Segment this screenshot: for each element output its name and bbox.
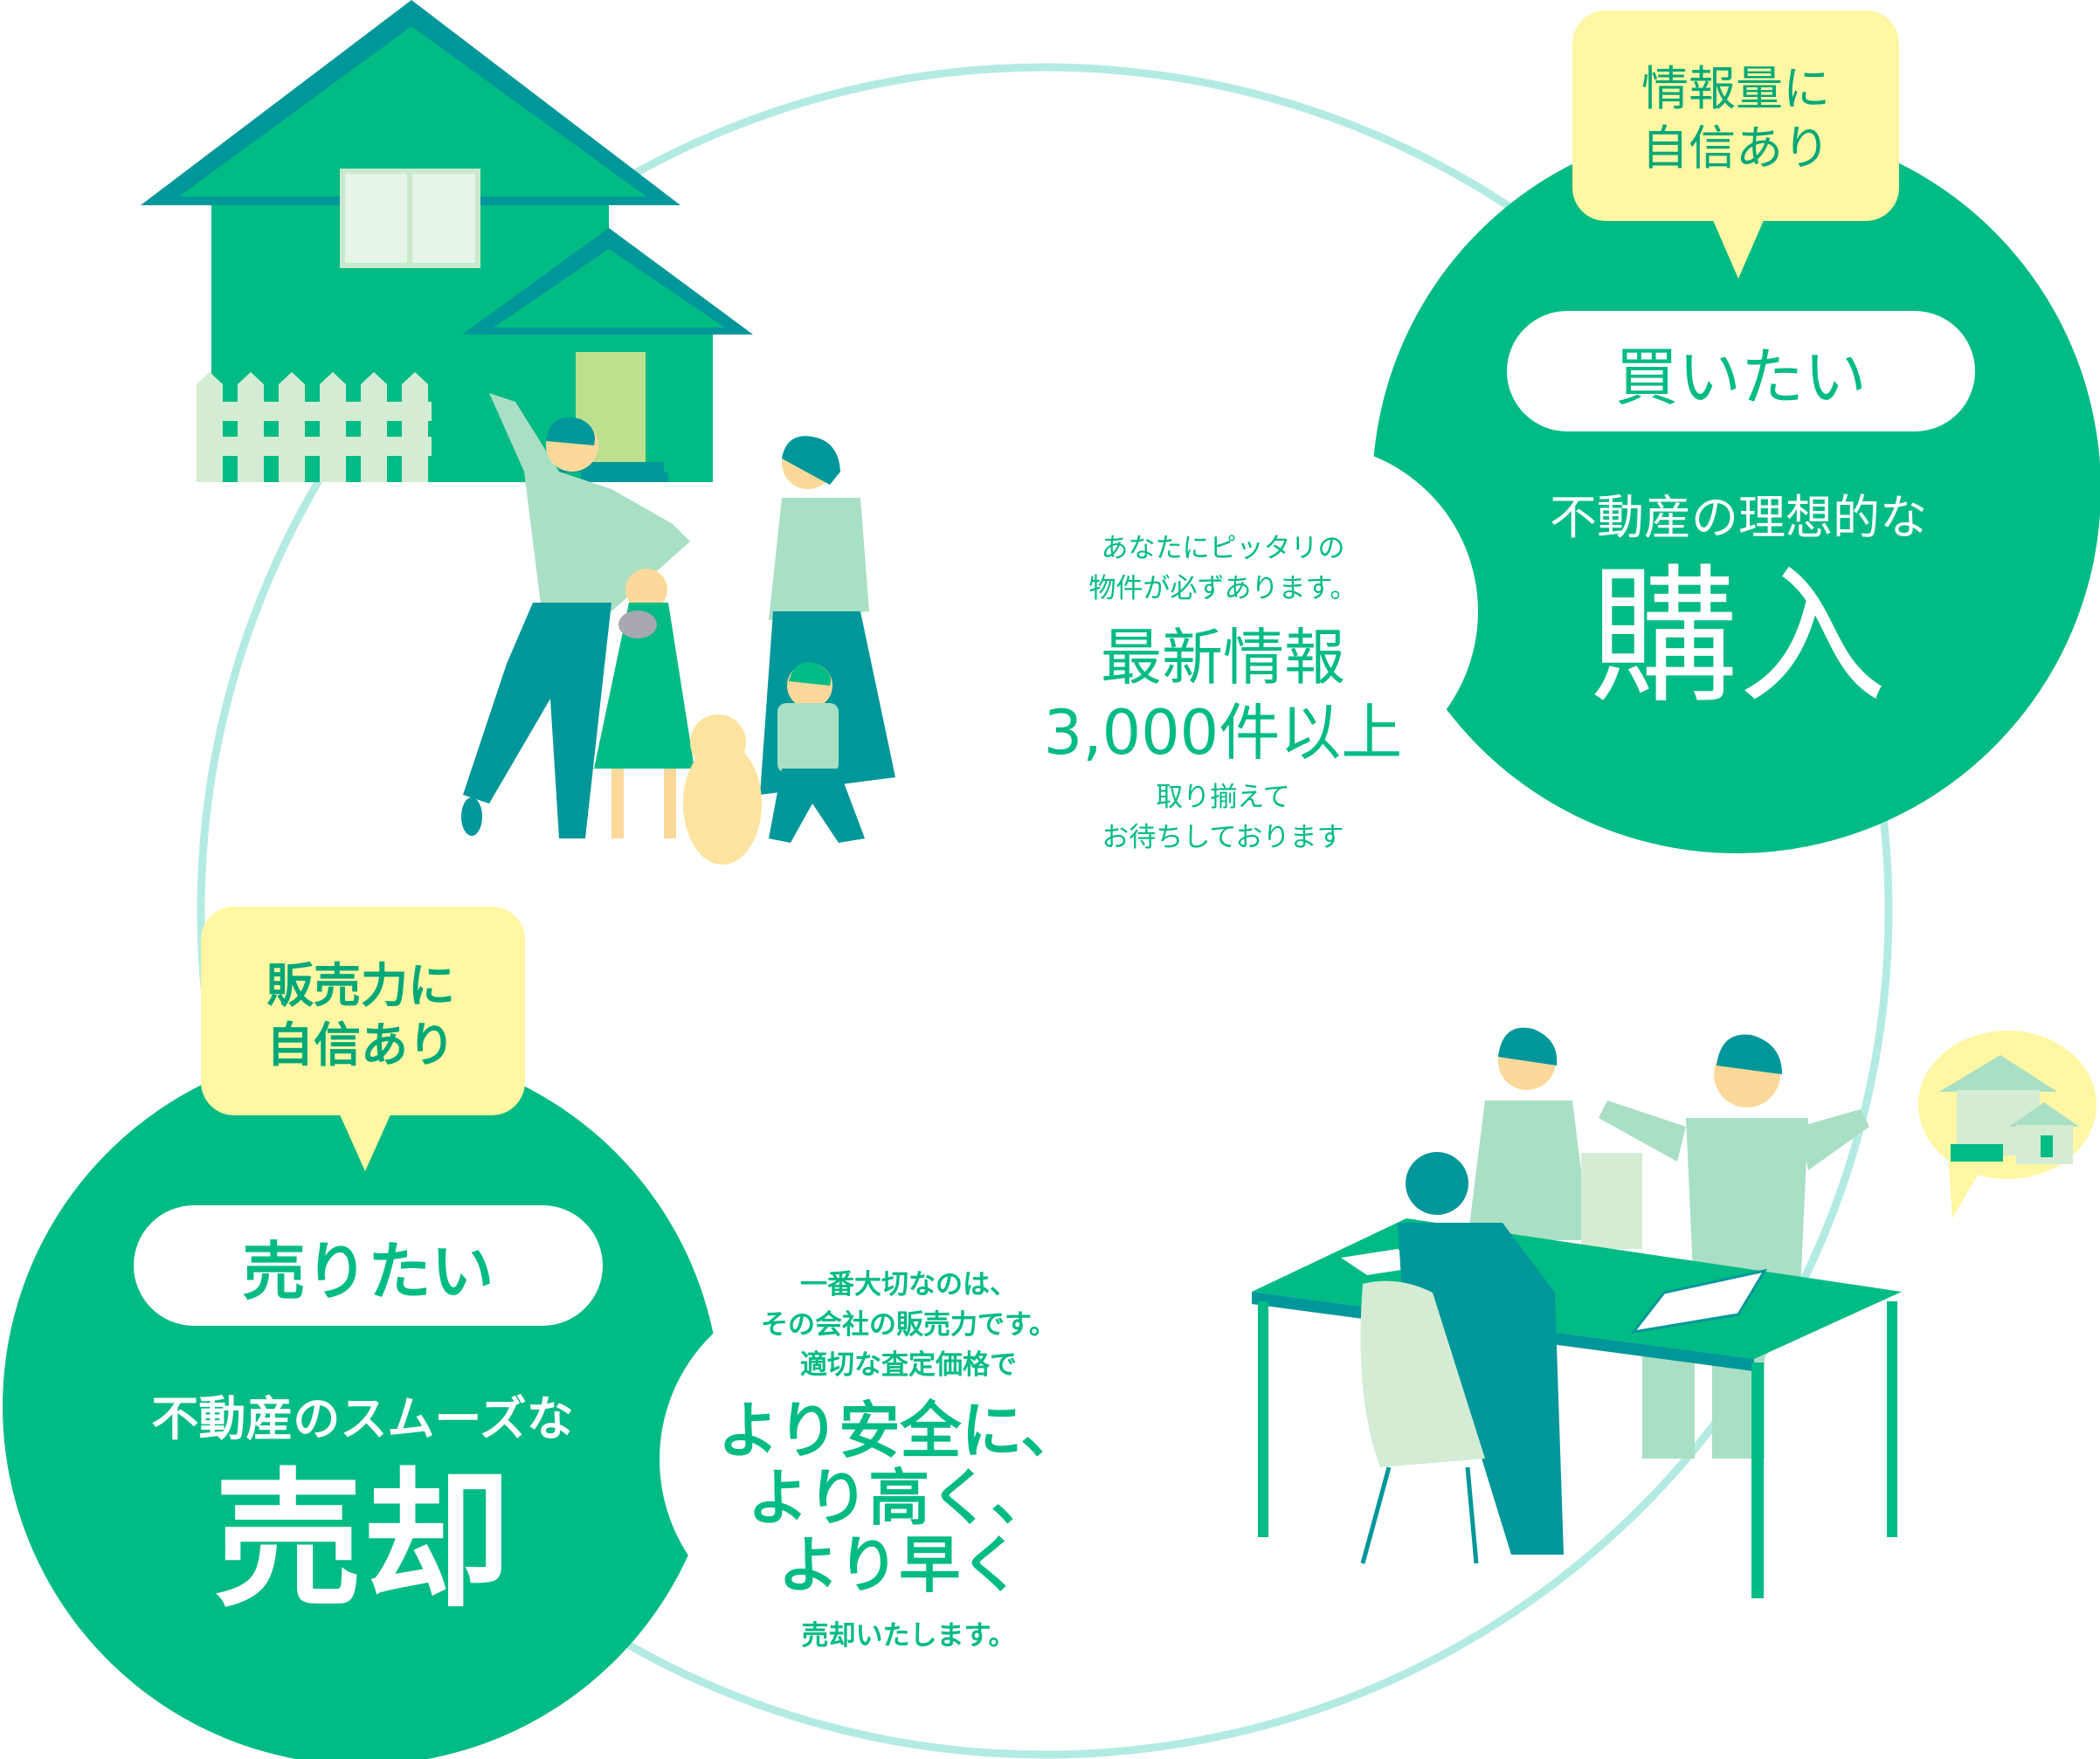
buy-bubble [1572, 10, 1899, 221]
house-speech-bubble [1918, 1031, 2097, 1218]
sell-info-line1: 一番大切なのは、 [800, 1269, 1017, 1300]
laptop [1630, 1268, 1768, 1335]
buy-info-line2: 物件が必ずあります。 [1088, 573, 1357, 604]
buy-subtitle: 不動産の理想的な [1550, 490, 1927, 545]
buy-info-line3: 取り揃えて [1156, 782, 1290, 813]
sell-bubble [201, 907, 525, 1115]
family-illustration [461, 393, 895, 865]
buy-title: 購入 [1589, 551, 1887, 724]
buy-info-line1: あなたにピッタリの [1101, 533, 1345, 564]
sell-info-line4: 売却いたします。 [801, 1620, 1016, 1652]
sell-info-line3: 適切な査定価格で [800, 1349, 1017, 1381]
chair [1360, 1280, 1485, 1467]
buy-info-highlight1: 最新情報 [1101, 622, 1345, 693]
sell-title: 売却 [213, 1455, 511, 1628]
buy-info-outro: 取り揃えて お待ちしております [1040, 777, 1406, 858]
buy-pill: 買いたい [1507, 311, 1975, 431]
cycle-ring [197, 63, 1893, 1759]
dog [683, 742, 762, 865]
sell-info-highlight1: より安全に、 [717, 1395, 1082, 1466]
buy-bubble-line1: 情報量に [1641, 61, 1830, 116]
buy-bubble-text: 情報量に 自信あり [1572, 59, 1899, 178]
buy-info-intro: あなたにピッタリの 物件が必ずあります。 [1040, 528, 1406, 609]
sell-subtitle: 不動産のスムーズな [151, 1391, 574, 1446]
sell-info-highlight2: より高く、 [747, 1462, 1053, 1534]
buy-bubble-line2: 自信あり [1641, 121, 1830, 176]
sell-bubble-line2: 自信あり [266, 1017, 455, 1073]
meeting-illustration [1252, 1027, 1902, 1598]
fence [197, 372, 432, 482]
sell-bubble-text: 販売力に 自信あり [201, 956, 525, 1075]
sell-info-intro: 一番大切なのは、 その会社の販売力です。 適切な査定価格で [716, 1265, 1101, 1385]
buy-circle [1143, 10, 2100, 853]
sell-pill: 売りたい [134, 1205, 603, 1326]
buy-info-highlight2: 3,000件以上 [1043, 697, 1403, 769]
sell-info-highlight3: より早く [777, 1529, 1022, 1601]
sell-info-line2: その会社の販売力です。 [761, 1309, 1056, 1341]
sell-info-highlight: より安全に、 より高く、 より早く [708, 1397, 1092, 1599]
house-illustration [141, 0, 753, 482]
sell-bubble-line1: 販売力に [266, 958, 455, 1013]
buy-info-highlight: 最新情報 3,000件以上 [1031, 620, 1415, 770]
buy-info-line4: お待ちしております [1102, 822, 1344, 853]
